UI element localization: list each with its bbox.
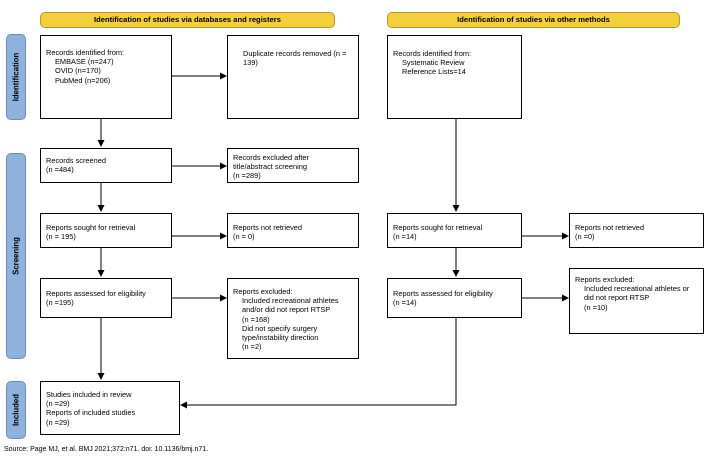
reports-sought-db-box: Reports sought for retrieval (n = 195) [40,213,172,248]
records-identified-box: Records identified from: EMBASE (n=247) … [40,35,172,119]
reports-not-retrieved-db-title: Reports not retrieved [233,223,303,232]
exclusion-reason-surgery: Did not specify surgery type/instability… [242,323,319,343]
reports-assessed-db-count: (n =195) [46,298,74,308]
side-label-screening: Screening [6,153,26,359]
records-excluded-title: Records excluded after title/abstract sc… [233,153,309,172]
reports-assessed-other-count: (n =14) [393,298,417,308]
reports-sought-db-title: Reports sought for retrieval [46,223,136,232]
records-other-box: Records identified from: Systematic Revi… [387,35,522,119]
reports-assessed-db-title: Reports assessed for eligibility [46,289,146,298]
reports-not-retrieved-other-count: (n =0) [575,232,595,242]
reports-included-title: Reports of included studies [46,408,136,418]
records-other-title: Records identified from: [393,49,472,58]
reports-assessed-other-box: Reports assessed for eligibility (n =14) [387,278,522,318]
reports-not-retrieved-db-count: (n = 0) [233,232,255,242]
reports-assessed-other-title: Reports assessed for eligibility [393,289,493,298]
exclusion-reason-athletes: Included recreational athletes and/or di… [242,296,339,315]
side-label-included: Included [6,381,26,439]
duplicates-removed-box: Duplicate records removed (n = 139) [227,35,359,119]
exclusion-count-other: (n =10) [584,302,608,312]
records-screened-count: (n =484) [46,165,74,175]
arrow-other-to-included [180,318,457,409]
reports-sought-other-count: (n =14) [393,232,417,242]
side-label-identification: Identification [6,34,26,120]
reports-assessed-db-box: Reports assessed for eligibility (n =195… [40,278,172,318]
duplicates-removed-text: Duplicate records removed (n = 139) [243,49,347,68]
reports-excluded-db-title: Reports excluded: [233,287,293,296]
records-screened-box: Records screened (n =484) [40,148,172,183]
source-reference-lists: Reference Lists=14 [402,67,466,77]
studies-included-count: (n =29) [46,399,70,409]
source-pubmed: PubMed (n=206) [55,75,111,85]
reports-not-retrieved-db-box: Reports not retrieved (n = 0) [227,213,359,248]
header-databases: Identification of studies via databases … [40,12,335,28]
source-systematic-review: Systematic Review [402,58,465,68]
reports-not-retrieved-other-title: Reports not retrieved [575,223,645,232]
reports-excluded-db-box: Reports excluded: Included recreational … [227,278,359,359]
records-excluded-box: Records excluded after title/abstract sc… [227,148,359,183]
records-screened-title: Records screened [46,156,106,165]
exclusion-count-athletes: (n =168) [242,314,270,324]
records-identified-title: Records identified from: [46,48,125,57]
reports-excluded-other-box: Reports excluded: Included recreational … [569,268,704,334]
reports-not-retrieved-other-box: Reports not retrieved (n =0) [569,213,704,248]
header-other-methods: Identification of studies via other meth… [387,12,680,28]
reports-excluded-other-title: Reports excluded: [575,275,635,284]
reports-sought-other-box: Reports sought for retrieval (n =14) [387,213,522,248]
reports-sought-db-count: (n = 195) [46,232,76,242]
reports-sought-other-title: Reports sought for retrieval [393,223,483,232]
studies-included-title: Studies included in review [46,390,132,399]
reports-included-count: (n =29) [46,417,70,427]
source-citation: Source: Page MJ, et al. BMJ 2021;372:n71… [4,446,209,453]
exclusion-reason-other: Included recreational athletes or did no… [584,284,690,303]
source-ovid: OVID (n=170) [55,66,101,76]
source-embase: EMBASE (n=247) [55,57,114,67]
exclusion-count-surgery: (n =2) [242,342,262,352]
studies-included-box: Studies included in review (n =29) Repor… [40,381,180,435]
records-excluded-count: (n =289) [233,171,261,181]
